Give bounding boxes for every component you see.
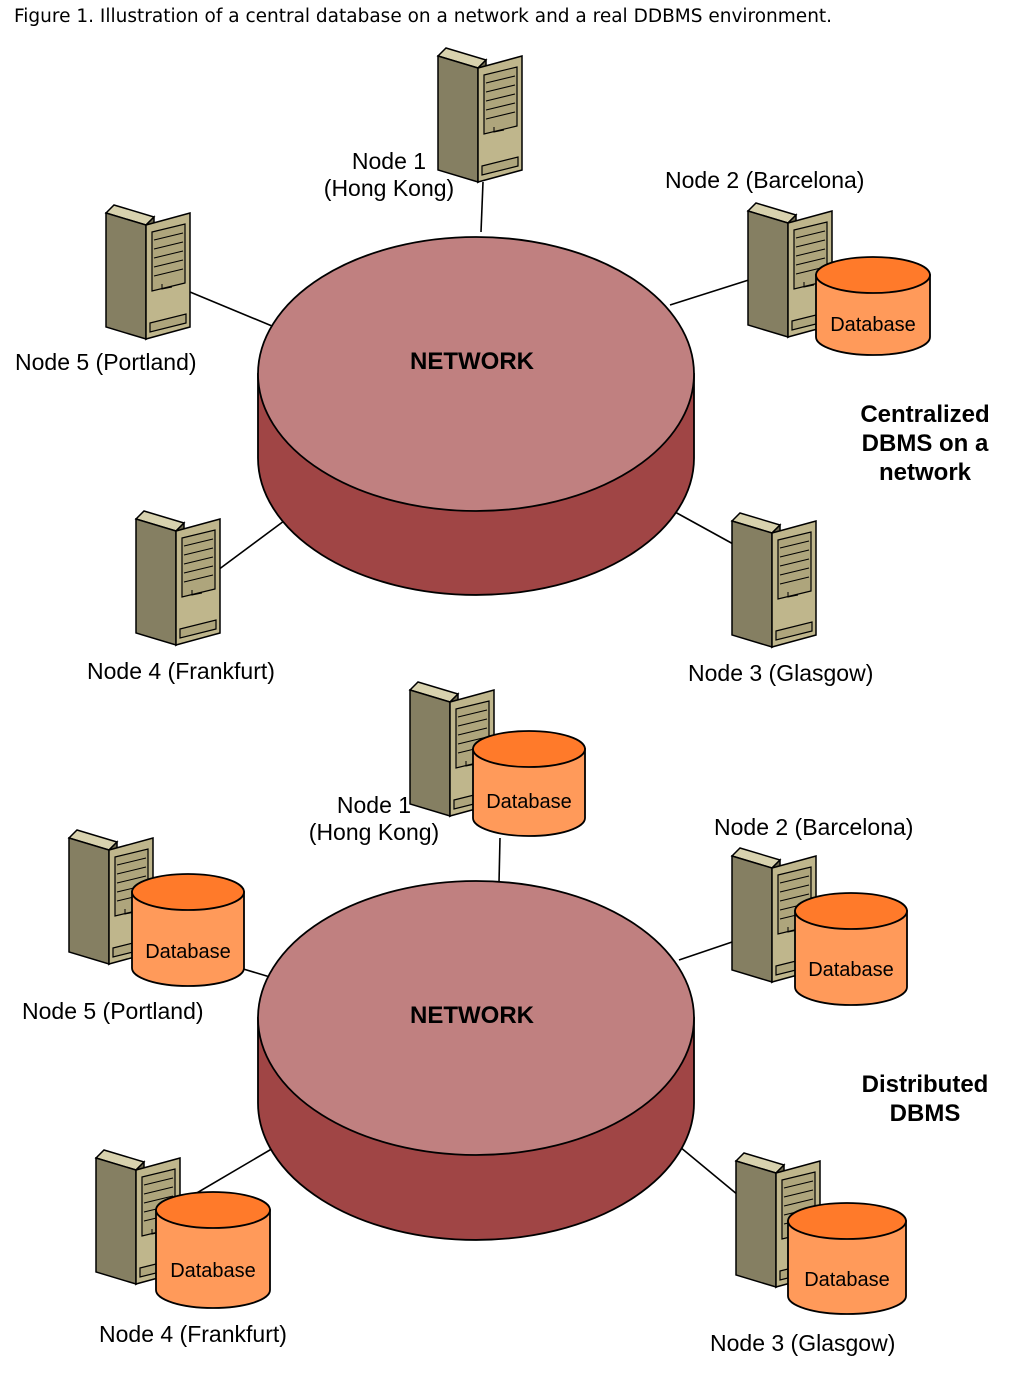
database-cylinder: Database <box>472 730 586 837</box>
node-label-line: (Hong Kong) <box>323 175 455 201</box>
node-3-label: Node 3 (Glasgow) <box>688 660 874 686</box>
node-2-label: Node 2 (Barcelona) <box>714 814 914 840</box>
title-line: DBMS on a <box>861 430 989 457</box>
database-label: Database <box>145 941 231 963</box>
link-node4 <box>217 517 289 571</box>
node-label-line: Node 1 <box>336 792 412 818</box>
node-4-label: Node 4 (Frankfurt) <box>87 658 275 684</box>
title-line: network <box>878 459 971 486</box>
centralized-network-disk <box>257 236 695 596</box>
node-5-label: Node 5 (Portland) <box>15 349 197 375</box>
link-node5 <box>239 967 271 978</box>
node-1-label: Node 1 (Hong Kong) <box>290 792 458 846</box>
distributed-network-disk <box>257 880 695 1241</box>
database-label: Database <box>170 1260 256 1282</box>
link-node2 <box>669 277 756 306</box>
database-cylinder: Database <box>155 1191 271 1309</box>
figure-caption: Figure 1. Illustration of a central data… <box>14 6 833 27</box>
link-node5 <box>189 291 273 327</box>
title-line: Centralized <box>860 401 990 428</box>
link-node1 <box>480 181 484 233</box>
server-icon <box>731 512 817 648</box>
node-4-label: Node 4 (Frankfurt) <box>99 1321 287 1347</box>
network-label: NETWORK <box>410 1002 534 1029</box>
database-label: Database <box>830 314 916 336</box>
database-label: Database <box>804 1269 890 1291</box>
link-node3 <box>673 1141 739 1196</box>
link-node3 <box>674 511 736 546</box>
node-3-label: Node 3 (Glasgow) <box>710 1330 896 1356</box>
node-1-label: Node 1 (Hong Kong) <box>305 148 473 202</box>
link-node2 <box>678 939 739 961</box>
distributed-title: Distributed DBMS <box>835 1070 1015 1128</box>
database-label: Database <box>808 959 894 981</box>
database-cylinder: Database <box>815 256 931 356</box>
node-5-label: Node 5 (Portland) <box>22 998 204 1024</box>
node-2-label: Node 2 (Barcelona) <box>665 167 865 193</box>
centralized-title: Centralized DBMS on a network <box>835 400 1015 487</box>
node-label-line: Node 1 <box>351 148 427 174</box>
database-cylinder: Database <box>131 873 245 987</box>
title-line: DBMS <box>889 1100 961 1127</box>
node-label-line: (Hong Kong) <box>308 819 440 845</box>
centralized-connectors <box>189 181 756 571</box>
server-icon <box>135 510 221 646</box>
network-label: NETWORK <box>410 348 534 375</box>
server-icon <box>105 204 191 340</box>
database-cylinder: Database <box>787 1202 907 1315</box>
database-cylinder: Database <box>794 892 908 1006</box>
link-node1 <box>498 837 501 884</box>
title-line: Distributed <box>861 1071 989 1098</box>
database-label: Database <box>486 791 572 813</box>
